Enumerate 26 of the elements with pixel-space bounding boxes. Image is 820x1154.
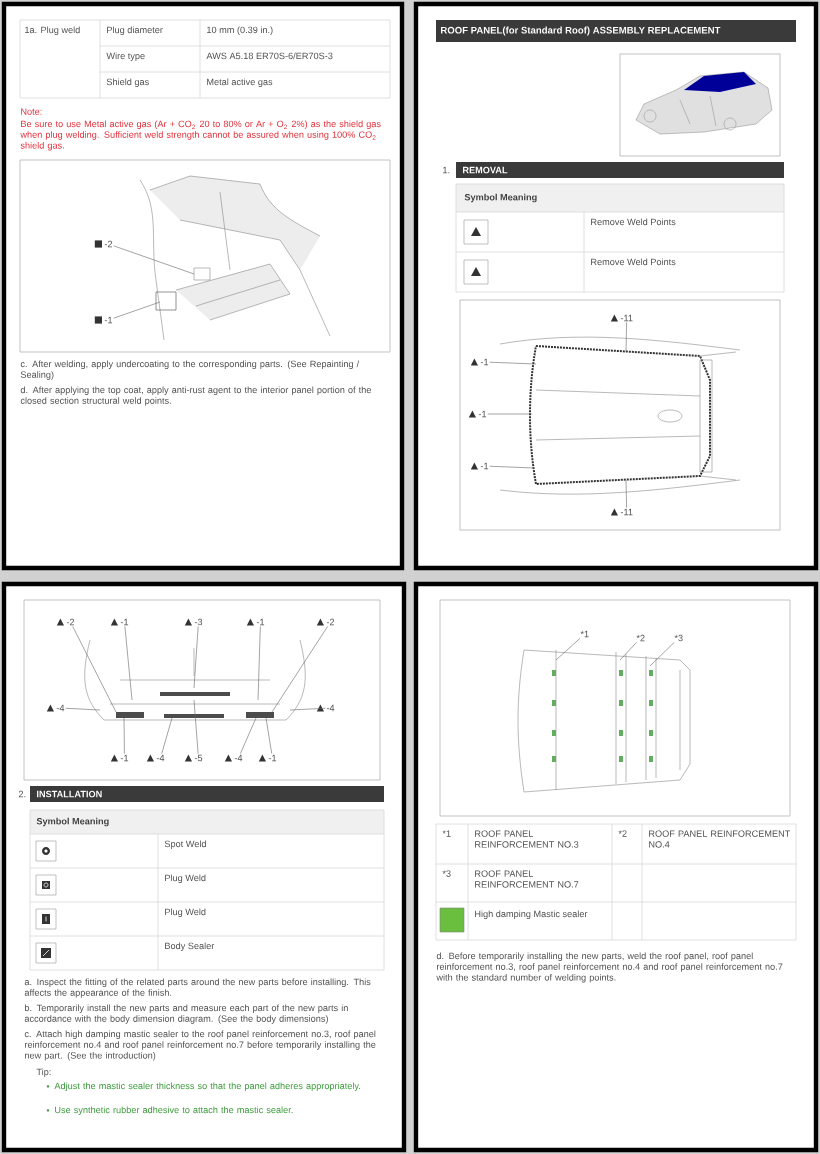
leader-line [619, 642, 637, 661]
leader-line [113, 245, 195, 275]
leader-line [289, 707, 326, 711]
body-section-drawing [139, 175, 331, 341]
leader-line [265, 717, 273, 754]
leader-line [489, 361, 537, 365]
leader-line [487, 413, 533, 415]
leader-line [625, 479, 627, 508]
leader-line [625, 322, 627, 353]
leader-line [649, 642, 675, 667]
leader-line [240, 717, 257, 754]
roof-reinforcement-drawing [517, 649, 691, 793]
leader-line [555, 638, 581, 661]
leader-line [123, 717, 125, 754]
leader-line [124, 626, 133, 701]
leader-line [65, 707, 101, 711]
roof-panel-drawing [499, 336, 741, 495]
leader-line [72, 626, 117, 713]
leader-line [161, 717, 173, 754]
leader-line [113, 301, 161, 319]
leader-line [271, 626, 328, 713]
leader-line [193, 699, 199, 754]
leader-line [257, 626, 261, 701]
rear-body-drawing [84, 639, 306, 721]
leader-line [489, 465, 535, 469]
leader-line [193, 626, 199, 689]
